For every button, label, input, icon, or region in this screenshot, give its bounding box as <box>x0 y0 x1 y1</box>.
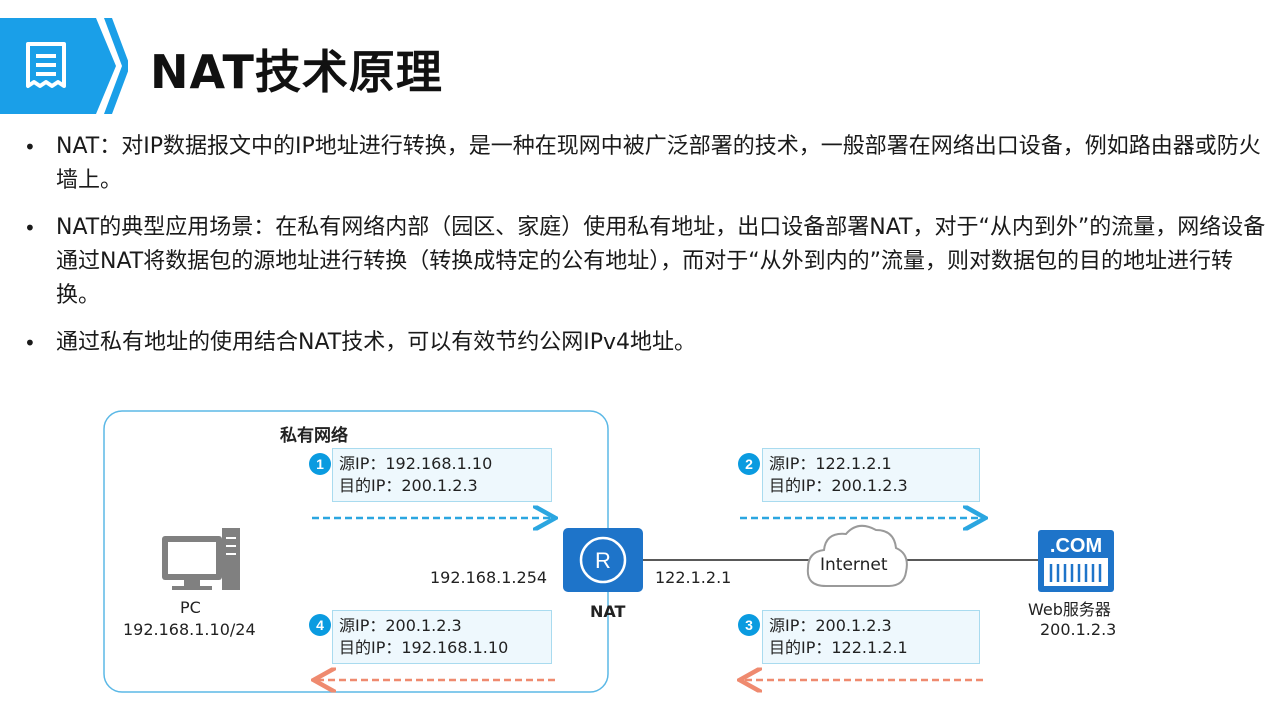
router-icon: R <box>563 528 643 592</box>
nat-label: NAT <box>590 602 626 621</box>
packet-dst: 目的IP：200.1.2.3 <box>339 476 478 495</box>
page-title: NAT技术原理 <box>150 45 443 99</box>
nat-diagram: R .COM <box>0 400 1286 701</box>
step-badge-4: 4 <box>309 614 331 636</box>
packet-src: 源IP：122.1.2.1 <box>769 454 892 473</box>
server-badge: .COM <box>1050 535 1102 557</box>
packet-dst: 目的IP：192.168.1.10 <box>339 638 509 657</box>
bullet-dot: • <box>24 216 36 240</box>
step-badge-1: 1 <box>309 453 331 475</box>
packet-dst: 目的IP：200.1.2.3 <box>769 476 908 495</box>
bullet-dot: • <box>24 331 36 355</box>
step-badge-3: 3 <box>738 614 760 636</box>
server-name: Web服务器 <box>1028 600 1111 619</box>
pc-name: PC <box>180 598 201 617</box>
packet-src: 源IP：192.168.1.10 <box>339 454 493 473</box>
private-network-label: 私有网络 <box>280 426 348 446</box>
title-banner <box>0 18 128 114</box>
bullet-item: • NAT的典型应用场景：在私有网络内部（园区、家庭）使用私有地址，出口设备部署… <box>22 211 1272 313</box>
bullet-item: • 通过私有地址的使用结合NAT技术，可以有效节约公网IPv4地址。 <box>22 326 1272 360</box>
web-server-icon: .COM <box>1038 530 1114 592</box>
packet-dst: 目的IP：122.1.2.1 <box>769 638 908 657</box>
internet-cloud-icon <box>806 524 908 587</box>
pc-icon <box>162 528 240 590</box>
packet-box-3: 源IP：200.1.2.3 目的IP：122.1.2.1 <box>762 610 980 664</box>
nat-inside-ip: 192.168.1.254 <box>430 568 548 587</box>
step-badge-2: 2 <box>738 453 760 475</box>
packet-box-2: 源IP：122.1.2.1 目的IP：200.1.2.3 <box>762 448 980 502</box>
bullet-dot: • <box>24 135 36 159</box>
packet-src: 源IP：200.1.2.3 <box>769 616 892 635</box>
document-icon <box>26 42 66 88</box>
packet-box-1: 源IP：192.168.1.10 目的IP：200.1.2.3 <box>332 448 552 502</box>
bullet-text: NAT的典型应用场景：在私有网络内部（园区、家庭）使用私有地址，出口设备部署NA… <box>56 215 1266 308</box>
bullet-text: 通过私有地址的使用结合NAT技术，可以有效节约公网IPv4地址。 <box>56 330 697 355</box>
internet-label: Internet <box>820 555 888 575</box>
packet-src: 源IP：200.1.2.3 <box>339 616 462 635</box>
bullet-text: NAT：对IP数据报文中的IP地址进行转换，是一种在现网中被广泛部署的技术，一般… <box>56 134 1261 193</box>
bullet-list: • NAT：对IP数据报文中的IP地址进行转换，是一种在现网中被广泛部署的技术，… <box>22 130 1272 373</box>
diagram-canvas: R .COM <box>103 410 1114 693</box>
pc-ip: 192.168.1.10/24 <box>123 620 256 639</box>
packet-box-4: 源IP：200.1.2.3 目的IP：192.168.1.10 <box>332 610 552 664</box>
router-letter: R <box>595 548 611 573</box>
nat-outside-ip: 122.1.2.1 <box>655 568 732 587</box>
bullet-item: • NAT：对IP数据报文中的IP地址进行转换，是一种在现网中被广泛部署的技术，… <box>22 130 1272 198</box>
server-ip: 200.1.2.3 <box>1040 620 1117 639</box>
